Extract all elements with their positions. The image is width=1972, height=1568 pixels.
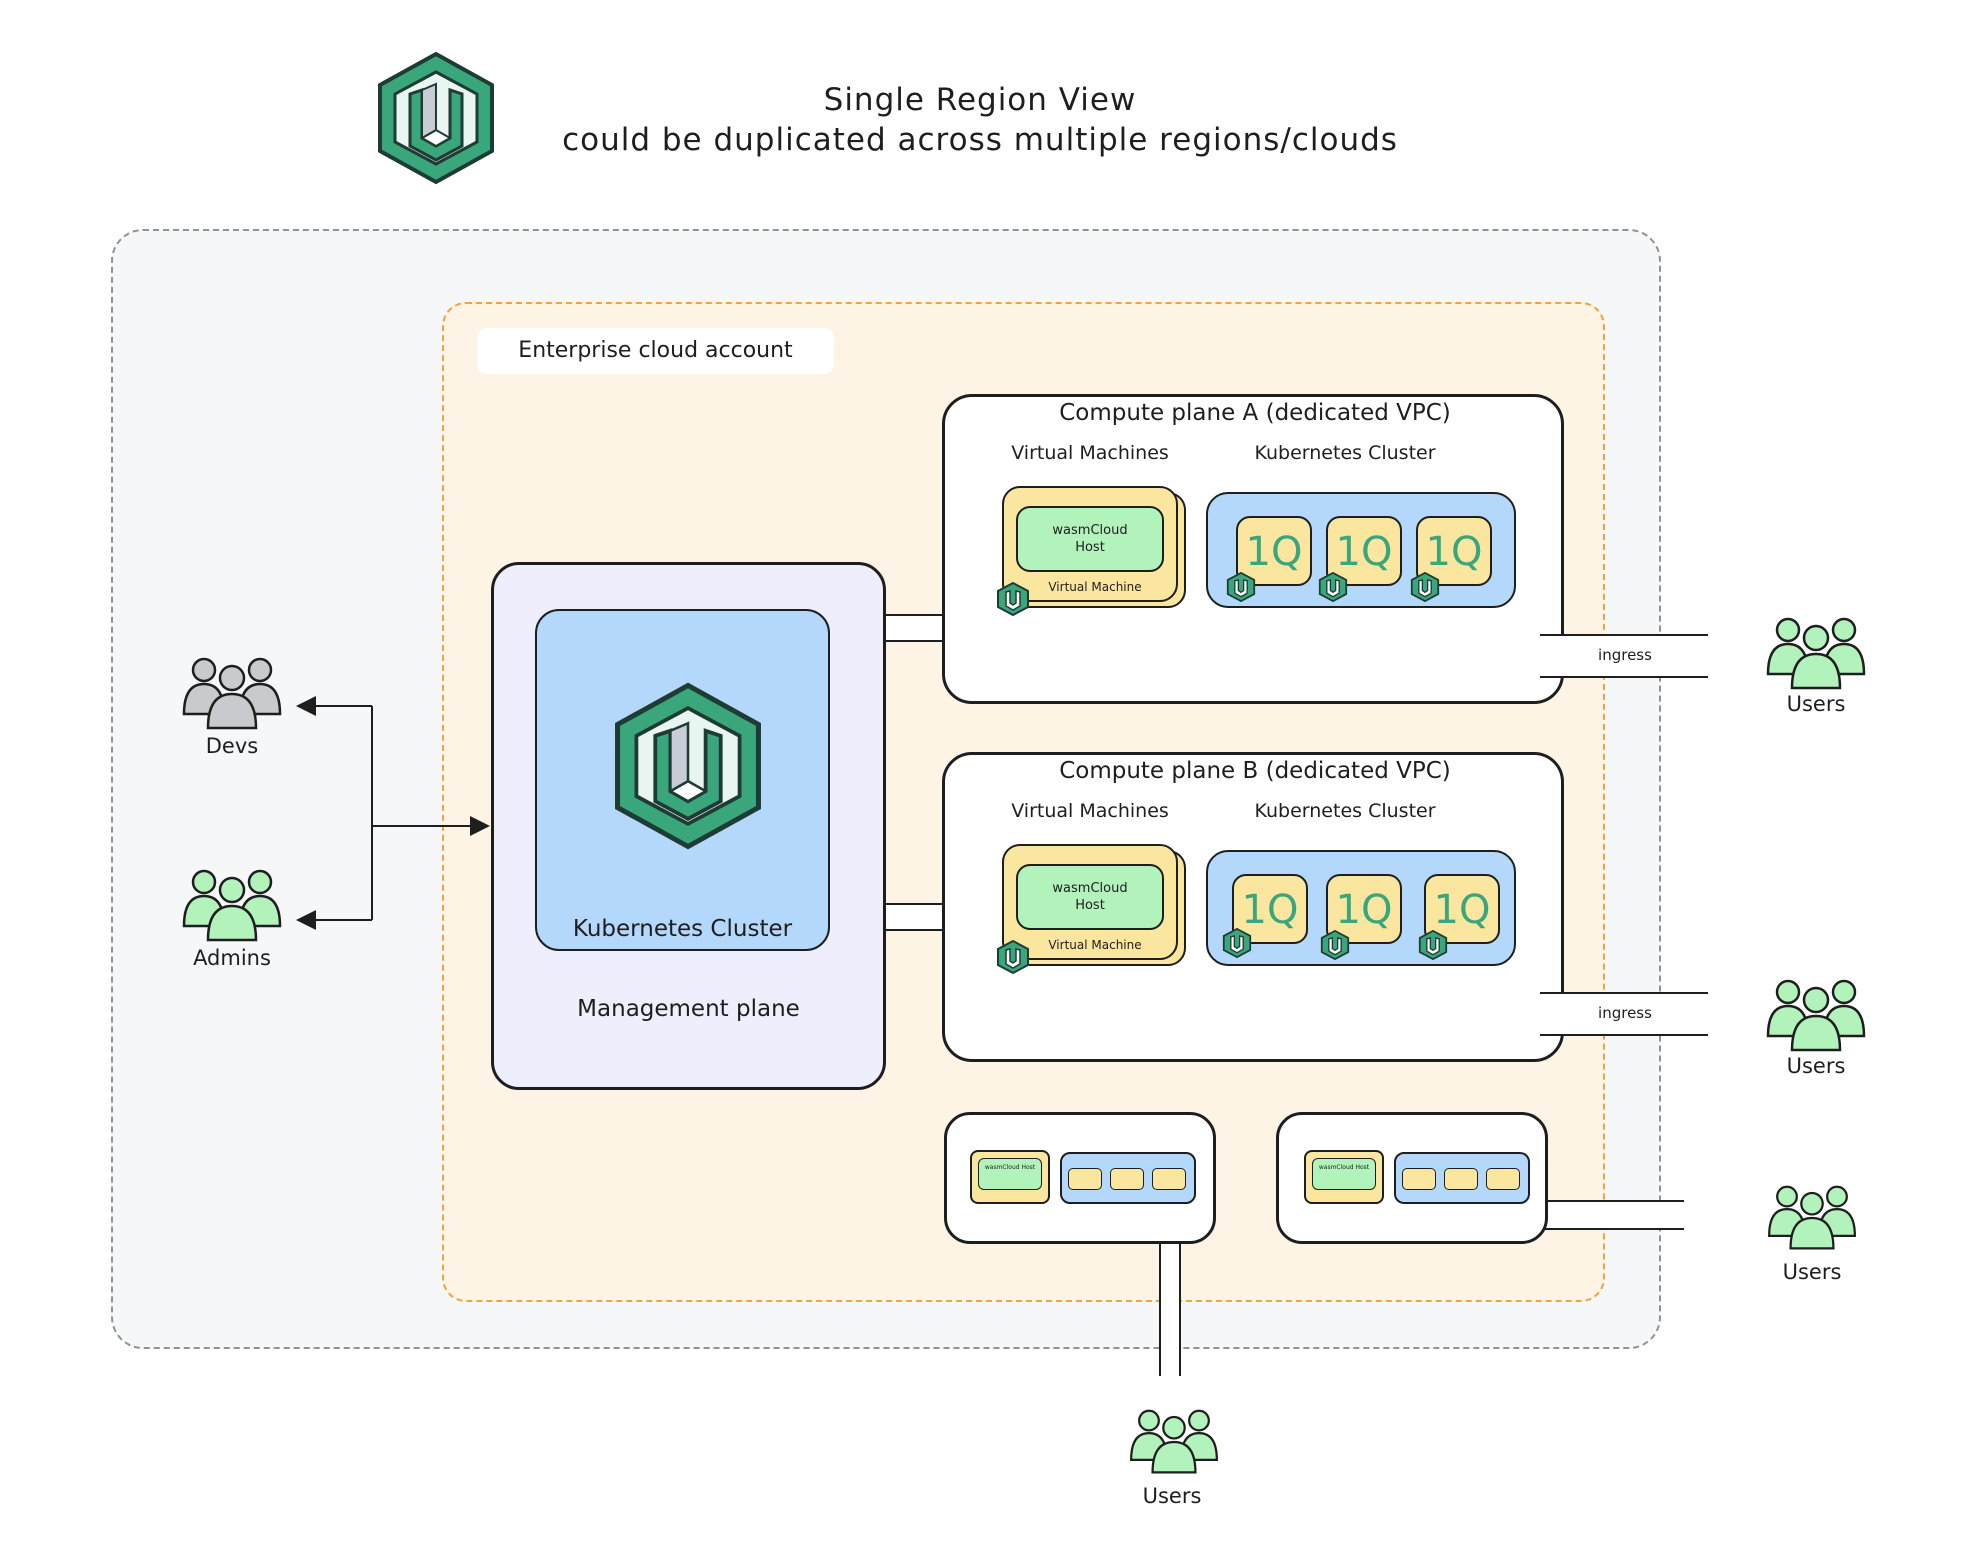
ingress-link-b bbox=[1540, 992, 1708, 1036]
ingress-link-a bbox=[1540, 634, 1708, 678]
management-plane-label: Management plane bbox=[577, 996, 800, 1022]
users-label: Users bbox=[1142, 1484, 1202, 1508]
wasmcloud-badge-icon bbox=[1226, 572, 1256, 602]
wasmcloud-host: wasmCloud Host bbox=[1016, 506, 1164, 572]
users-people-icon bbox=[1768, 1185, 1856, 1250]
host-label-2: Host bbox=[1075, 540, 1105, 555]
compute-plane-a-k8s-section: Kubernetes Cluster bbox=[1254, 442, 1436, 464]
pod: 1Q bbox=[1232, 874, 1308, 944]
ingress-link-d bbox=[1536, 1200, 1684, 1230]
host-label-2: Host bbox=[1075, 898, 1105, 913]
pod bbox=[1402, 1168, 1436, 1190]
devs-people-icon bbox=[182, 657, 282, 730]
users-label: Users bbox=[1782, 1260, 1842, 1284]
management-cluster-label: Kubernetes Cluster bbox=[572, 916, 793, 942]
pod: 1Q bbox=[1236, 516, 1312, 586]
diagram-title: Single Region View bbox=[823, 82, 1137, 118]
wasmcloud-badge-icon bbox=[997, 940, 1029, 974]
users-people-icon bbox=[1766, 979, 1866, 1052]
users-people-icon bbox=[1766, 617, 1866, 690]
ingress-link-c bbox=[1159, 1228, 1181, 1376]
compute-plane-b-title: Compute plane B (dedicated VPC) bbox=[1059, 758, 1451, 784]
admins-people-icon bbox=[182, 869, 282, 942]
wasmcloud-badge-icon bbox=[1318, 572, 1348, 602]
ingress-label-a: ingress bbox=[1598, 646, 1652, 664]
diagram-subtitle: could be duplicated across multiple regi… bbox=[562, 122, 1398, 158]
wasmcloud-badge-icon bbox=[1418, 930, 1448, 960]
enterprise-account-label: Enterprise cloud account bbox=[477, 328, 834, 374]
compute-plane-a-title: Compute plane A (dedicated VPC) bbox=[1059, 400, 1451, 426]
compute-plane-a-vm-section: Virtual Machines bbox=[1011, 442, 1169, 464]
compute-plane-b-vm-section: Virtual Machines bbox=[1011, 800, 1169, 822]
devs-label: Devs bbox=[205, 734, 259, 758]
users-people-icon bbox=[1130, 1409, 1218, 1474]
pod bbox=[1486, 1168, 1520, 1190]
wasmcloud-badge-icon bbox=[997, 582, 1029, 616]
access-arrows bbox=[296, 696, 490, 930]
wasmcloud-logo-icon bbox=[378, 51, 494, 185]
pod: 1Q bbox=[1326, 516, 1402, 586]
host-label-1: wasmCloud bbox=[1052, 523, 1128, 538]
wasmcloud-host: wasmCloud Host bbox=[1312, 1158, 1376, 1190]
pod bbox=[1444, 1168, 1478, 1190]
pod bbox=[1152, 1168, 1186, 1190]
wasmcloud-badge-icon bbox=[1320, 930, 1350, 960]
compute-plane-b-k8s-section: Kubernetes Cluster bbox=[1254, 800, 1436, 822]
ingress-label-b: ingress bbox=[1598, 1004, 1652, 1022]
wasmcloud-host: wasmCloud Host bbox=[1016, 864, 1164, 930]
users-label: Users bbox=[1786, 692, 1846, 716]
pod bbox=[1068, 1168, 1102, 1190]
wasmcloud-host: wasmCloud Host bbox=[978, 1158, 1042, 1190]
wasmcloud-badge-icon bbox=[1410, 572, 1440, 602]
vm-label: Virtual Machine bbox=[1048, 580, 1142, 594]
vm-label: Virtual Machine bbox=[1048, 938, 1142, 952]
admins-label: Admins bbox=[193, 946, 271, 970]
wasmcloud-badge-icon bbox=[1222, 928, 1252, 958]
pod bbox=[1110, 1168, 1144, 1190]
users-label: Users bbox=[1786, 1054, 1846, 1078]
wasmcloud-logo-icon bbox=[615, 682, 761, 850]
host-label-1: wasmCloud bbox=[1052, 881, 1128, 896]
